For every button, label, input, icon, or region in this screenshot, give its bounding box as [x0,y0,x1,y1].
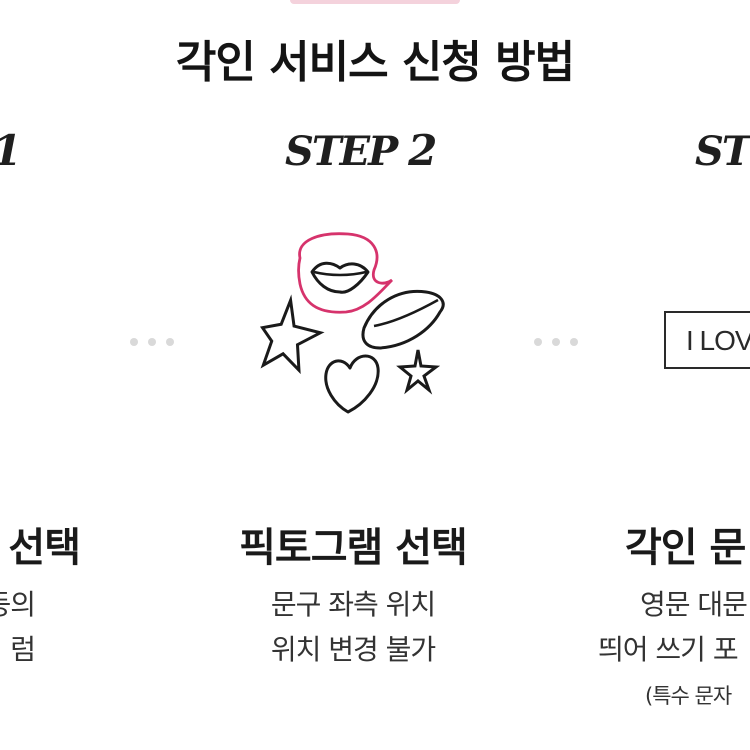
top-accent-bar [290,0,460,4]
star-icon[interactable] [257,294,325,375]
page-title: 각인 서비스 신청 방법 [175,37,575,88]
step-1-label: 1 [0,126,22,175]
selection-ring [297,232,393,314]
heart-icon[interactable] [324,354,380,414]
step-connector-dots-right [534,338,578,346]
engrave-preview-text: I LOV [686,325,750,356]
step-3-note: (특수 문자 [645,684,732,708]
step-3-description-line-1: 영문 대문 [640,588,748,621]
step-1-title: 선택 [8,525,81,571]
lips-icon-small[interactable] [310,261,370,294]
step-connector-dots-left [130,338,174,346]
step-2-title: 픽토그램 선택 [239,525,468,571]
step-3-description-line-2: 띄어 쓰기 포 [598,633,739,666]
step-2-description-line-2: 위치 변경 불가 [270,633,436,666]
lips-icon[interactable] [361,289,445,350]
step-1-label-number: 1 [0,126,22,175]
step-1-description-line-1: 등의 [0,588,36,621]
step-3-title: 각인 문 [625,525,746,571]
step-2-description-line-1: 문구 좌측 위치 [270,588,436,621]
step-2-label: STEP 2 [285,126,437,175]
engrave-preview-box: I LOV [664,311,750,369]
step-1-description-line-2: 럼 [10,633,36,666]
step-2-label-prefix: STEP [285,128,409,175]
pictogram-options [257,232,445,414]
step-3-label-prefix: ST [695,128,750,175]
small-star-icon[interactable] [396,349,441,395]
step-2-label-number: 2 [408,126,437,175]
step-3-label: ST [695,126,750,175]
